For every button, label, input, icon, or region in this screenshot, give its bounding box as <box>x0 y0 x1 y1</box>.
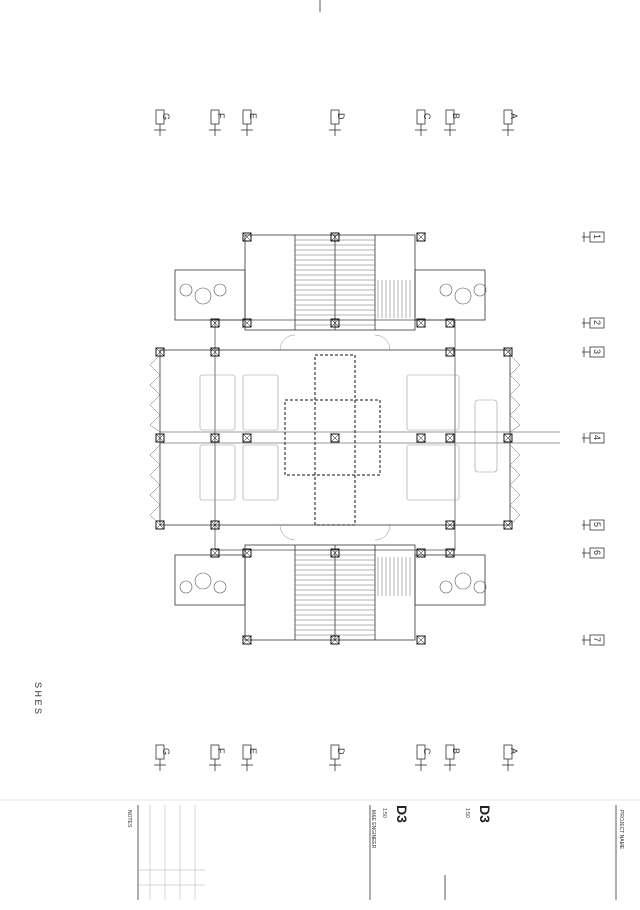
column-post <box>330 232 340 242</box>
column-post <box>445 347 455 357</box>
grid-column-marker: F <box>209 744 226 771</box>
grid-column-marker: E <box>241 744 258 771</box>
project-label: PROJECT NAME <box>618 810 624 850</box>
furniture-beds <box>199 374 498 501</box>
grid-row-label: 7 <box>592 637 602 642</box>
column-post <box>330 318 340 328</box>
grid-column-label: D <box>336 113 346 120</box>
grid-row-marker: 6 <box>582 547 605 559</box>
column-post <box>210 520 220 530</box>
door-swings <box>279 334 391 541</box>
grid-column-marker: G <box>154 109 171 136</box>
grid-column-label: F <box>216 113 226 119</box>
notes-label: NOTES <box>126 810 132 828</box>
grid-row-label: 2 <box>592 320 602 325</box>
grid-row-label: 4 <box>592 435 602 440</box>
column-post <box>503 520 513 530</box>
side-note: S H E S <box>33 682 43 714</box>
grid-column-marker: G <box>154 744 171 771</box>
stair-treads-top <box>295 239 411 326</box>
grid-row-label: 1 <box>592 234 602 239</box>
column-post <box>416 232 426 242</box>
grid-column-label: E <box>248 748 258 754</box>
grid-column-marker: B <box>444 109 461 136</box>
column-post <box>210 548 220 558</box>
grid-row-marker: 1 <box>582 231 605 243</box>
grid-column-label: B <box>451 113 461 119</box>
grid-column-label: G <box>161 113 171 120</box>
grid-row-label: 5 <box>592 522 602 527</box>
grid-row-label: 6 <box>592 550 602 555</box>
grid-row-markers: 1 2 3 4 5 6 7 <box>582 231 605 646</box>
column-post <box>155 347 165 357</box>
scale-text: 1:50 <box>464 808 470 818</box>
column-post <box>330 635 340 645</box>
grid-column-label: G <box>161 748 171 755</box>
grid-row-marker: 3 <box>582 346 605 358</box>
column-post <box>445 520 455 530</box>
column-post <box>210 433 220 443</box>
column-post <box>416 433 426 443</box>
column-post <box>242 548 252 558</box>
column-post <box>416 318 426 328</box>
grid-row-marker: 4 <box>582 432 605 444</box>
side-glazing <box>149 354 521 526</box>
column-post <box>242 232 252 242</box>
column-post <box>155 520 165 530</box>
column-post <box>330 548 340 558</box>
column-post <box>503 347 513 357</box>
column-post <box>416 635 426 645</box>
grid-row-marker: 2 <box>582 317 605 329</box>
engineer-label: M&E ENGINEER <box>370 810 376 849</box>
grid-column-marker: D <box>329 109 346 136</box>
column-post <box>445 433 455 443</box>
grid-row-marker: 5 <box>582 519 605 531</box>
grid-column-label: C <box>422 748 432 755</box>
grid-column-marker: E <box>241 109 258 136</box>
grid-column-marker: C <box>415 109 432 136</box>
grid-column-marker: B <box>444 744 461 771</box>
grid-column-label: A <box>509 113 519 119</box>
stair-treads-bottom <box>295 549 411 636</box>
terrace-furniture <box>179 283 487 594</box>
grid-row-label: 3 <box>592 349 602 354</box>
title-block <box>0 799 640 900</box>
column-post <box>210 347 220 357</box>
grid-column-label: E <box>248 113 258 119</box>
grid-row-marker: 7 <box>582 634 605 646</box>
column-post <box>210 318 220 328</box>
grid-column-marker: D <box>329 744 346 771</box>
grid-column-label: A <box>509 748 519 754</box>
grid-column-label: B <box>451 748 461 754</box>
scale-text-2: 1:50 <box>381 808 387 818</box>
column-post <box>242 318 252 328</box>
column-post <box>242 635 252 645</box>
grid-column-marker: A <box>502 744 519 771</box>
column-post <box>416 548 426 558</box>
grid-column-label: C <box>422 113 432 120</box>
grid-column-label: F <box>216 748 226 754</box>
sheet-code-2: D3 <box>394 805 410 823</box>
grid-column-marker: F <box>209 109 226 136</box>
grid-column-label: D <box>336 748 346 755</box>
grid-column-marker: C <box>415 744 432 771</box>
grid-column-marker: A <box>502 109 519 136</box>
column-post <box>155 433 165 443</box>
column-post <box>242 433 252 443</box>
dashed-service-core <box>284 354 381 526</box>
column-post <box>445 318 455 328</box>
sheet-code: D3 <box>477 805 493 823</box>
column-post <box>503 433 513 443</box>
column-post <box>330 433 340 443</box>
column-post <box>445 548 455 558</box>
